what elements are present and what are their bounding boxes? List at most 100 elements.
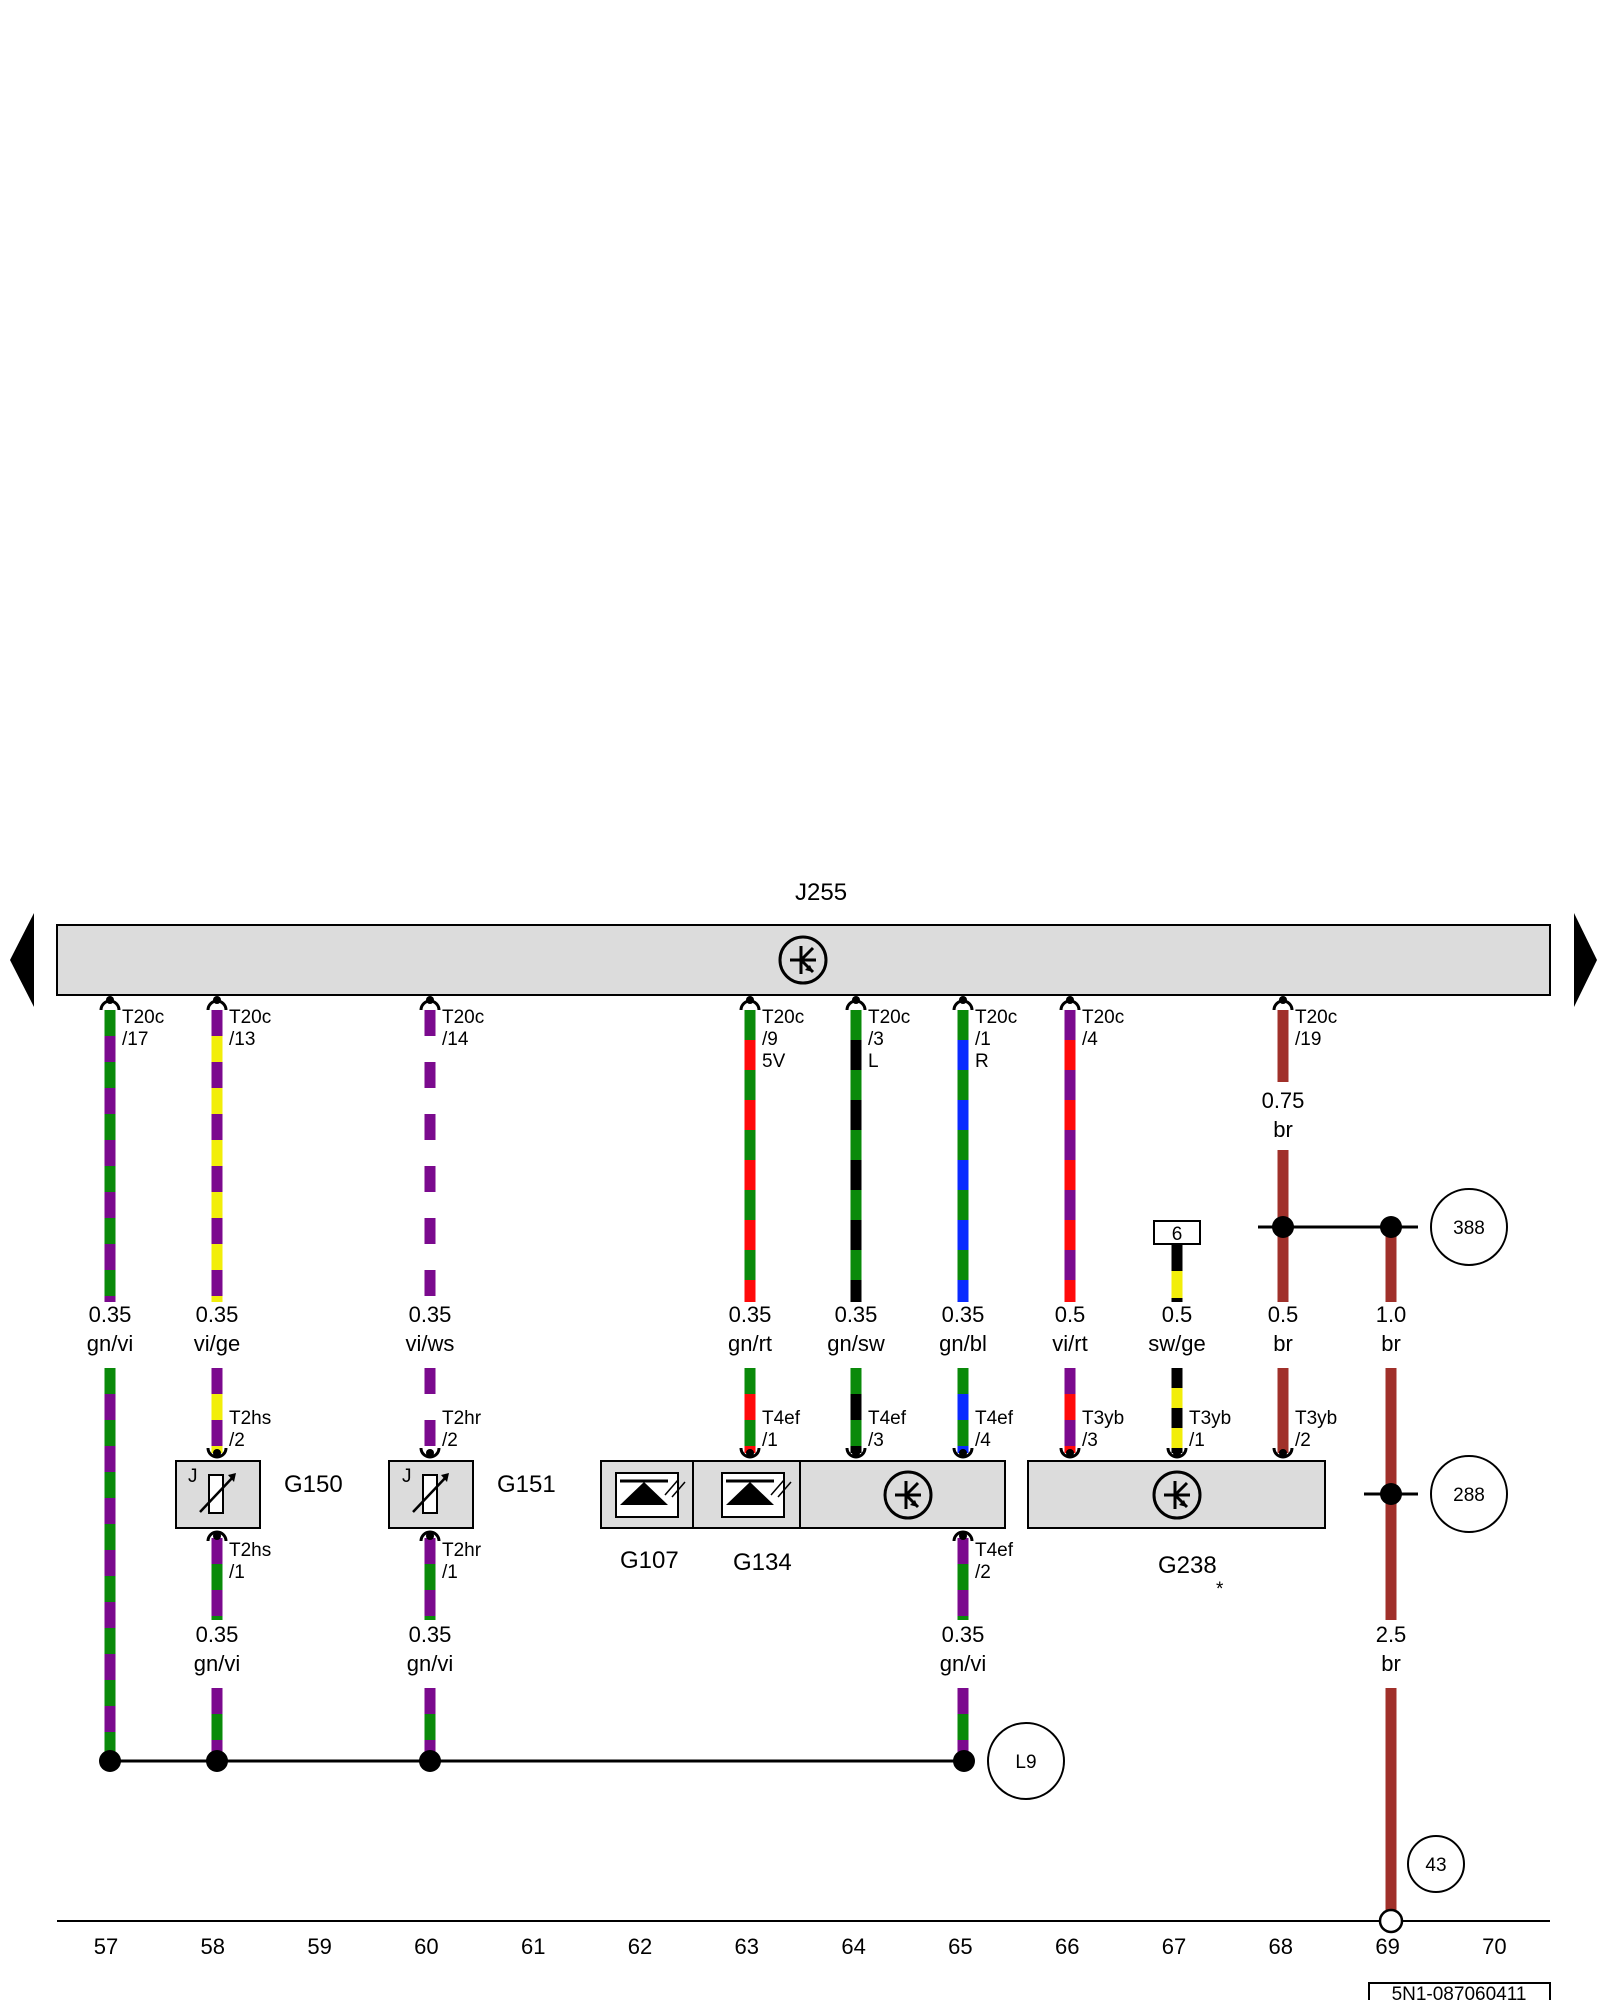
connector-pin bbox=[1066, 996, 1074, 1004]
wire-segment bbox=[211, 1420, 223, 1446]
pin-label: T20c bbox=[762, 1007, 804, 1028]
prev-page-arrow[interactable] bbox=[10, 913, 34, 1007]
wire-segment bbox=[104, 1244, 116, 1270]
g151-label: G151 bbox=[497, 1471, 556, 1498]
wire-segment bbox=[211, 1062, 223, 1088]
reference-circle-388[interactable] bbox=[1430, 1188, 1508, 1266]
wire-segment bbox=[1171, 1408, 1183, 1428]
wire-segment bbox=[957, 1250, 969, 1280]
pin-label: R bbox=[975, 1051, 989, 1072]
wire-segment bbox=[957, 1740, 969, 1755]
column-number: 63 bbox=[735, 1934, 759, 1959]
wire-segment bbox=[424, 1088, 436, 1114]
g151-arrow-head bbox=[441, 1473, 449, 1482]
column-number: 58 bbox=[201, 1934, 225, 1959]
wire-segment bbox=[1277, 1010, 1289, 1082]
connector-pin bbox=[426, 1532, 434, 1540]
wire-segment bbox=[957, 1130, 969, 1160]
connector-pin bbox=[106, 996, 114, 1004]
wire-segment bbox=[424, 1740, 436, 1755]
wire-segment bbox=[104, 1368, 116, 1394]
wire-segment bbox=[104, 1270, 116, 1296]
wire-size-label: 0.35 bbox=[409, 1302, 452, 1327]
pin-label: T4ef bbox=[868, 1408, 907, 1429]
wire-segment bbox=[104, 1524, 116, 1550]
wire-segment bbox=[1171, 1368, 1183, 1388]
pin-label: /1 bbox=[1189, 1430, 1205, 1451]
wire-segment bbox=[744, 1280, 756, 1302]
wire-segment bbox=[104, 1166, 116, 1192]
pin-label: /3 bbox=[1082, 1430, 1098, 1451]
pin-label: T20c bbox=[868, 1007, 910, 1028]
junction-dot bbox=[953, 1750, 975, 1772]
wire-segment bbox=[744, 1368, 756, 1394]
footer-code-box bbox=[1368, 1982, 1551, 2000]
g150-sublabel: J bbox=[188, 1466, 198, 1487]
pin-label: /14 bbox=[442, 1029, 469, 1050]
wire-segment bbox=[957, 1368, 969, 1394]
wire-segment bbox=[744, 1220, 756, 1250]
wire-segment bbox=[424, 1140, 436, 1166]
wire-color-label: gn/bl bbox=[939, 1331, 987, 1356]
next-page-arrow[interactable] bbox=[1574, 913, 1597, 1007]
wire-segment bbox=[211, 1368, 223, 1394]
wire-segment bbox=[1064, 1394, 1076, 1420]
connector-pin bbox=[746, 996, 754, 1004]
pin-label: /13 bbox=[229, 1029, 255, 1050]
g150-label: G150 bbox=[284, 1471, 343, 1498]
reference-label-l9: L9 bbox=[1015, 1752, 1036, 1773]
wire-size-label: 0.35 bbox=[409, 1622, 452, 1647]
wire-segment bbox=[1064, 1250, 1076, 1280]
wire-segment bbox=[424, 1062, 436, 1088]
wire-segment bbox=[104, 1628, 116, 1654]
ground-terminal bbox=[1378, 1908, 1404, 1934]
wire-segment bbox=[104, 1472, 116, 1498]
wire-segment bbox=[850, 1394, 862, 1420]
wire-color-label: vi/rt bbox=[1052, 1331, 1087, 1356]
wire-segment bbox=[957, 1070, 969, 1100]
wire-segment bbox=[744, 1130, 756, 1160]
pin-label: T2hs bbox=[229, 1540, 271, 1561]
wire-segment bbox=[424, 1590, 436, 1616]
wire-tag-label: 6 bbox=[1172, 1224, 1183, 1245]
wire-segment bbox=[850, 1280, 862, 1302]
wire-segment bbox=[957, 1714, 969, 1740]
wire-segment bbox=[1171, 1388, 1183, 1408]
reference-circle-43[interactable] bbox=[1407, 1835, 1465, 1893]
wire-segment bbox=[957, 1040, 969, 1070]
column-number: 64 bbox=[841, 1934, 865, 1959]
wire-size-label: 0.35 bbox=[196, 1302, 239, 1327]
wire-segment bbox=[1171, 1298, 1183, 1302]
wire-segment bbox=[104, 1550, 116, 1576]
photodiode-icon bbox=[615, 1472, 686, 1518]
wire-segment bbox=[957, 1394, 969, 1420]
wire-segment bbox=[1064, 1040, 1076, 1070]
pin-label: T4ef bbox=[975, 1408, 1014, 1429]
wire-segment bbox=[424, 1714, 436, 1740]
wire-segment bbox=[957, 1616, 969, 1620]
pin-label: T20c bbox=[229, 1007, 271, 1028]
reference-circle-288[interactable] bbox=[1430, 1455, 1508, 1533]
pin-label: T20c bbox=[442, 1007, 484, 1028]
wire-segment bbox=[104, 1088, 116, 1114]
wire-color-label: sw/ge bbox=[1148, 1331, 1205, 1356]
wire-segment bbox=[211, 1140, 223, 1166]
wire-segment bbox=[211, 1010, 223, 1036]
wire-segment bbox=[104, 1140, 116, 1166]
wire-segment bbox=[104, 1296, 116, 1302]
pin-label: /1 bbox=[762, 1430, 778, 1451]
pin-label: T3yb bbox=[1295, 1408, 1337, 1429]
wire-segment bbox=[1064, 1100, 1076, 1130]
wire-segment bbox=[744, 1010, 756, 1040]
column-number: 66 bbox=[1055, 1934, 1079, 1959]
wire-segment bbox=[104, 1732, 116, 1755]
wire-segment bbox=[211, 1296, 223, 1302]
wire-segment bbox=[211, 1114, 223, 1140]
wire-segment bbox=[1171, 1271, 1183, 1298]
reference-circle-l9[interactable] bbox=[987, 1722, 1065, 1800]
wire-segment bbox=[211, 1036, 223, 1062]
connector-pin bbox=[1173, 1449, 1181, 1457]
column-number: 68 bbox=[1269, 1934, 1293, 1959]
wire-segment bbox=[424, 1296, 436, 1302]
wire-segment bbox=[850, 1010, 862, 1040]
